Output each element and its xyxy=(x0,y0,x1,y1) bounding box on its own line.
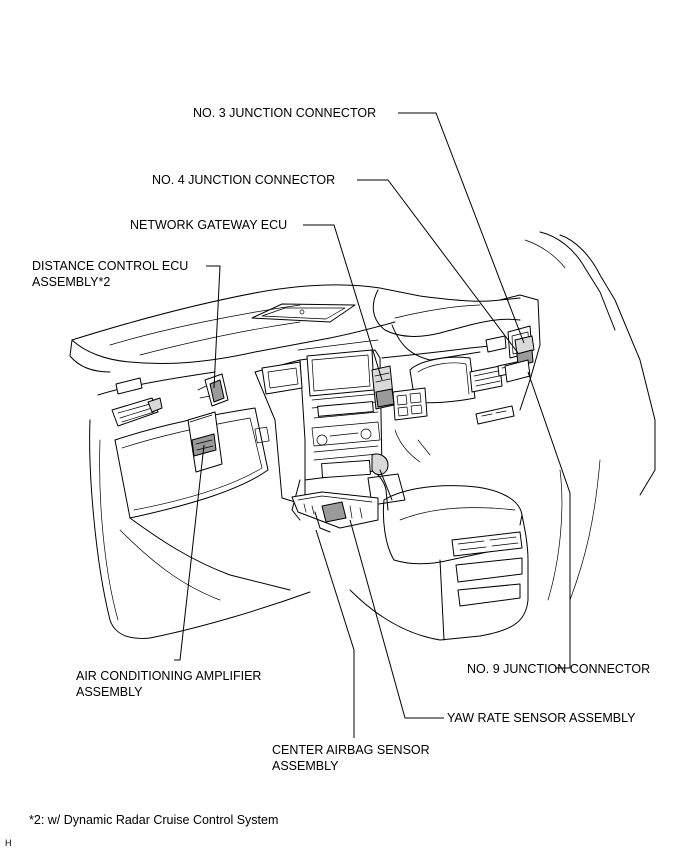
leader-lines xyxy=(174,112,571,738)
corner-mark: H xyxy=(5,838,12,848)
network-gateway-ecu-shape xyxy=(371,365,395,410)
label-center-airbag-sensor-line1: CENTER AIRBAG SENSOR xyxy=(272,743,430,757)
footnote: *2: w/ Dynamic Radar Cruise Control Syst… xyxy=(29,813,278,827)
label-no4-junction-connector: NO. 4 JUNCTION CONNECTOR xyxy=(152,173,335,187)
label-center-airbag-sensor-line2: ASSEMBLY xyxy=(272,759,339,773)
label-yaw-rate-sensor-assembly: YAW RATE SENSOR ASSEMBLY xyxy=(447,711,636,725)
label-air-conditioning-amplifier-line2: ASSEMBLY xyxy=(76,685,143,699)
dashboard-illustration xyxy=(69,231,656,641)
label-network-gateway-ecu: NETWORK GATEWAY ECU xyxy=(130,218,287,232)
label-air-conditioning-amplifier-line1: AIR CONDITIONING AMPLIFIER xyxy=(76,669,261,683)
label-no9-junction-connector: NO. 9 JUNCTION CONNECTOR xyxy=(467,662,650,676)
air-conditioning-amplifier-shape xyxy=(187,411,223,473)
label-distance-control-ecu-line2: ASSEMBLY*2 xyxy=(32,275,110,289)
label-no3-junction-connector: NO. 3 JUNCTION CONNECTOR xyxy=(193,106,376,120)
label-distance-control-ecu-line1: DISTANCE CONTROL ECU xyxy=(32,259,188,273)
center-airbag-sensor-shape xyxy=(291,491,379,533)
junction-connectors-shape xyxy=(504,335,535,383)
distance-control-ecu-shape xyxy=(197,373,229,407)
